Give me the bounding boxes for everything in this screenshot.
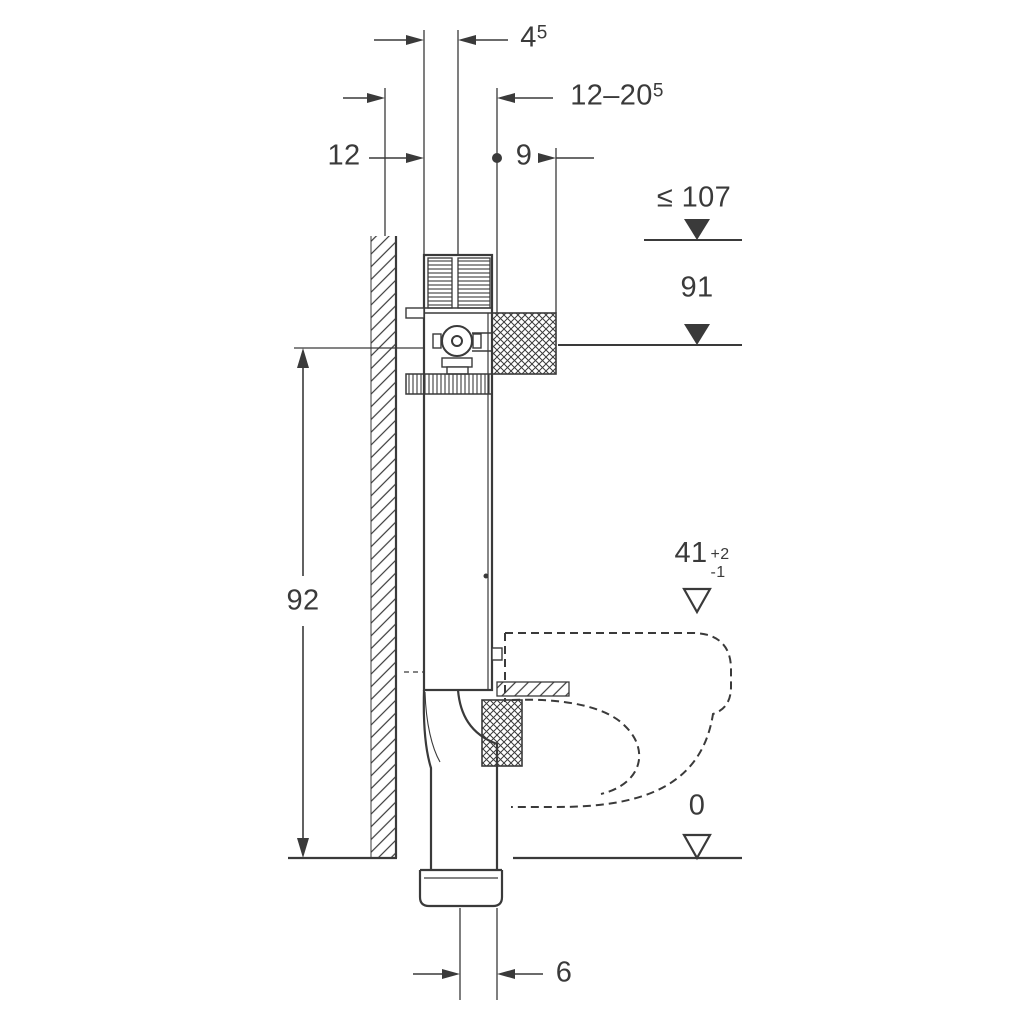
floor-level-marker (682, 833, 712, 861)
wall-bracket (405, 373, 493, 395)
water-supply-block (472, 312, 557, 375)
dimension-dot (492, 153, 502, 163)
dim-element-height-label: 92 (286, 584, 320, 617)
toilet-outline-dashed (504, 632, 732, 808)
dim-supply-height-label: 91 (680, 271, 714, 304)
flush-bend-nub (491, 647, 503, 661)
wall-hatching (288, 236, 398, 860)
dim-max-height-label: ≤ 107 (656, 181, 732, 214)
bowl-height-marker (682, 587, 712, 615)
drain-pipe (418, 689, 504, 908)
outlet-stub (481, 699, 523, 767)
pipe-socket (418, 870, 504, 908)
dim-depth-range-label: 12–205 (570, 79, 664, 112)
dim-wall-thickness-label: 12 (327, 139, 361, 172)
fixing-plate (496, 681, 570, 697)
front-panel-mark (483, 573, 489, 579)
flush-pipe-corrugation (427, 257, 453, 309)
dim-floor-level-label: 0 (688, 789, 706, 822)
supply-height-marker (684, 324, 710, 345)
dimension-lines (297, 35, 594, 979)
level-markers (513, 219, 742, 861)
max-height-marker (684, 219, 710, 240)
dim-bowl-height-label: 41+2-1 (674, 536, 730, 581)
cistern-element (404, 253, 503, 692)
protection-box-corrugation (457, 257, 491, 309)
wall-tab (405, 307, 425, 319)
dim-pipe-offset-label: 45 (520, 21, 548, 54)
extension-lines (294, 30, 557, 1000)
dim-supply-offset-label: 9 (515, 139, 533, 172)
dim-drain-offset-label: 6 (555, 956, 573, 989)
toilet-connection (481, 681, 570, 767)
